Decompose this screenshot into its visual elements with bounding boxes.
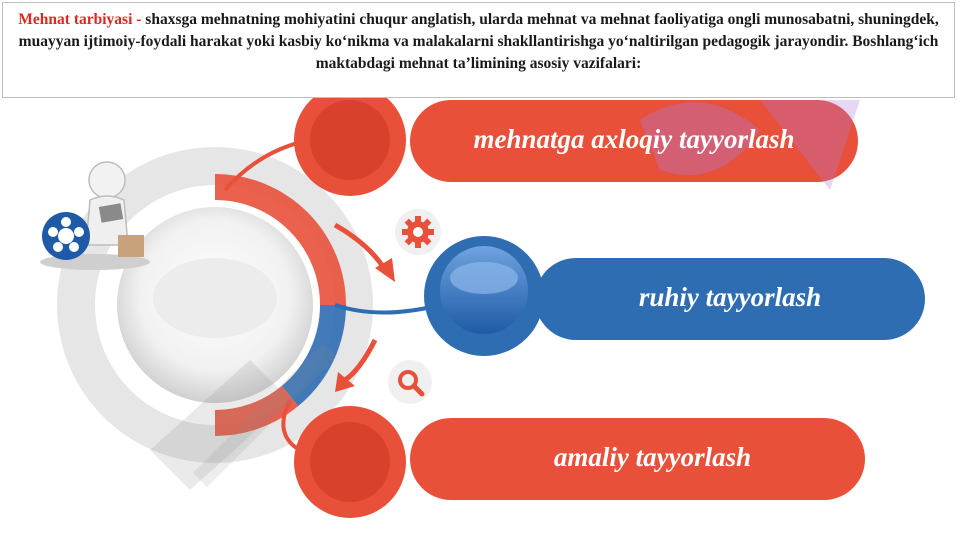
arrow-down-1 — [333, 222, 395, 282]
item-1-shape — [294, 84, 858, 196]
item-2-label: ruhiy tayyorlash — [638, 282, 822, 312]
gear-icon — [395, 209, 441, 255]
arrow-down-2 — [335, 338, 378, 392]
item-3-shape — [294, 406, 865, 518]
definition-term: Mehnat tarbiyasi - — [18, 11, 142, 28]
magnifier-icon — [388, 360, 432, 404]
item-3-label: amaliy tayyorlash — [553, 442, 752, 472]
definition-text: shaxsga mehnatning mohiyatini chuqur ang… — [18, 11, 939, 72]
definition-box: Mehnat tarbiyasi - shaxsga mehnatning mo… — [2, 2, 955, 98]
item-1-label: mehnatga axloqiy tayyorlash — [473, 124, 795, 154]
item-2-shape — [424, 236, 925, 356]
person-with-film-reel-icon — [40, 161, 150, 270]
central-ring — [57, 147, 373, 463]
